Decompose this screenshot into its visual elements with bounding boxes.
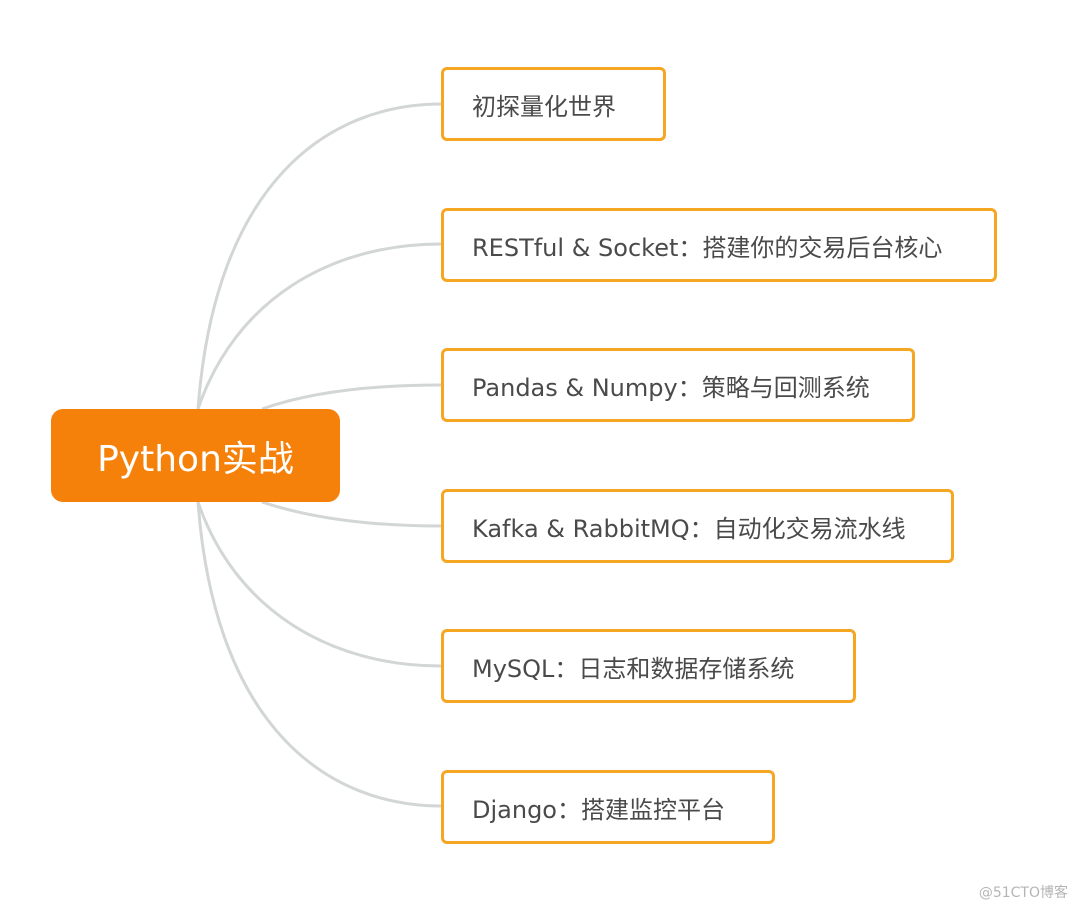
connector-4 xyxy=(196,501,442,668)
child-label: RESTful & Socket：搭建你的交易后台核心 xyxy=(472,233,943,262)
root-label: Python实战 xyxy=(97,438,294,480)
child-label: Django：搭建监控平台 xyxy=(472,795,725,824)
connector-2 xyxy=(261,383,442,411)
child-label: MySQL：日志和数据存储系统 xyxy=(472,654,795,683)
child-label: 初探量化世界 xyxy=(472,92,616,121)
connector-1 xyxy=(196,242,442,410)
connector-0 xyxy=(196,102,442,410)
child-node-kafka-rabbitmq: Kafka & RabbitMQ：自动化交易流水线 xyxy=(441,489,954,563)
child-node-pandas-numpy: Pandas & Numpy：策略与回测系统 xyxy=(441,348,915,422)
child-label: Pandas & Numpy：策略与回测系统 xyxy=(472,373,870,402)
child-label: Kafka & RabbitMQ：自动化交易流水线 xyxy=(472,514,906,543)
child-node-mysql: MySQL：日志和数据存储系统 xyxy=(441,629,856,703)
connector-5 xyxy=(196,501,442,808)
child-node-restful-socket: RESTful & Socket：搭建你的交易后台核心 xyxy=(441,208,997,282)
child-node-quant-intro: 初探量化世界 xyxy=(441,67,666,141)
connector-3 xyxy=(261,500,442,528)
child-node-django: Django：搭建监控平台 xyxy=(441,770,775,844)
watermark: @51CTO博客 xyxy=(978,885,1068,901)
root-node: Python实战 xyxy=(51,409,340,502)
